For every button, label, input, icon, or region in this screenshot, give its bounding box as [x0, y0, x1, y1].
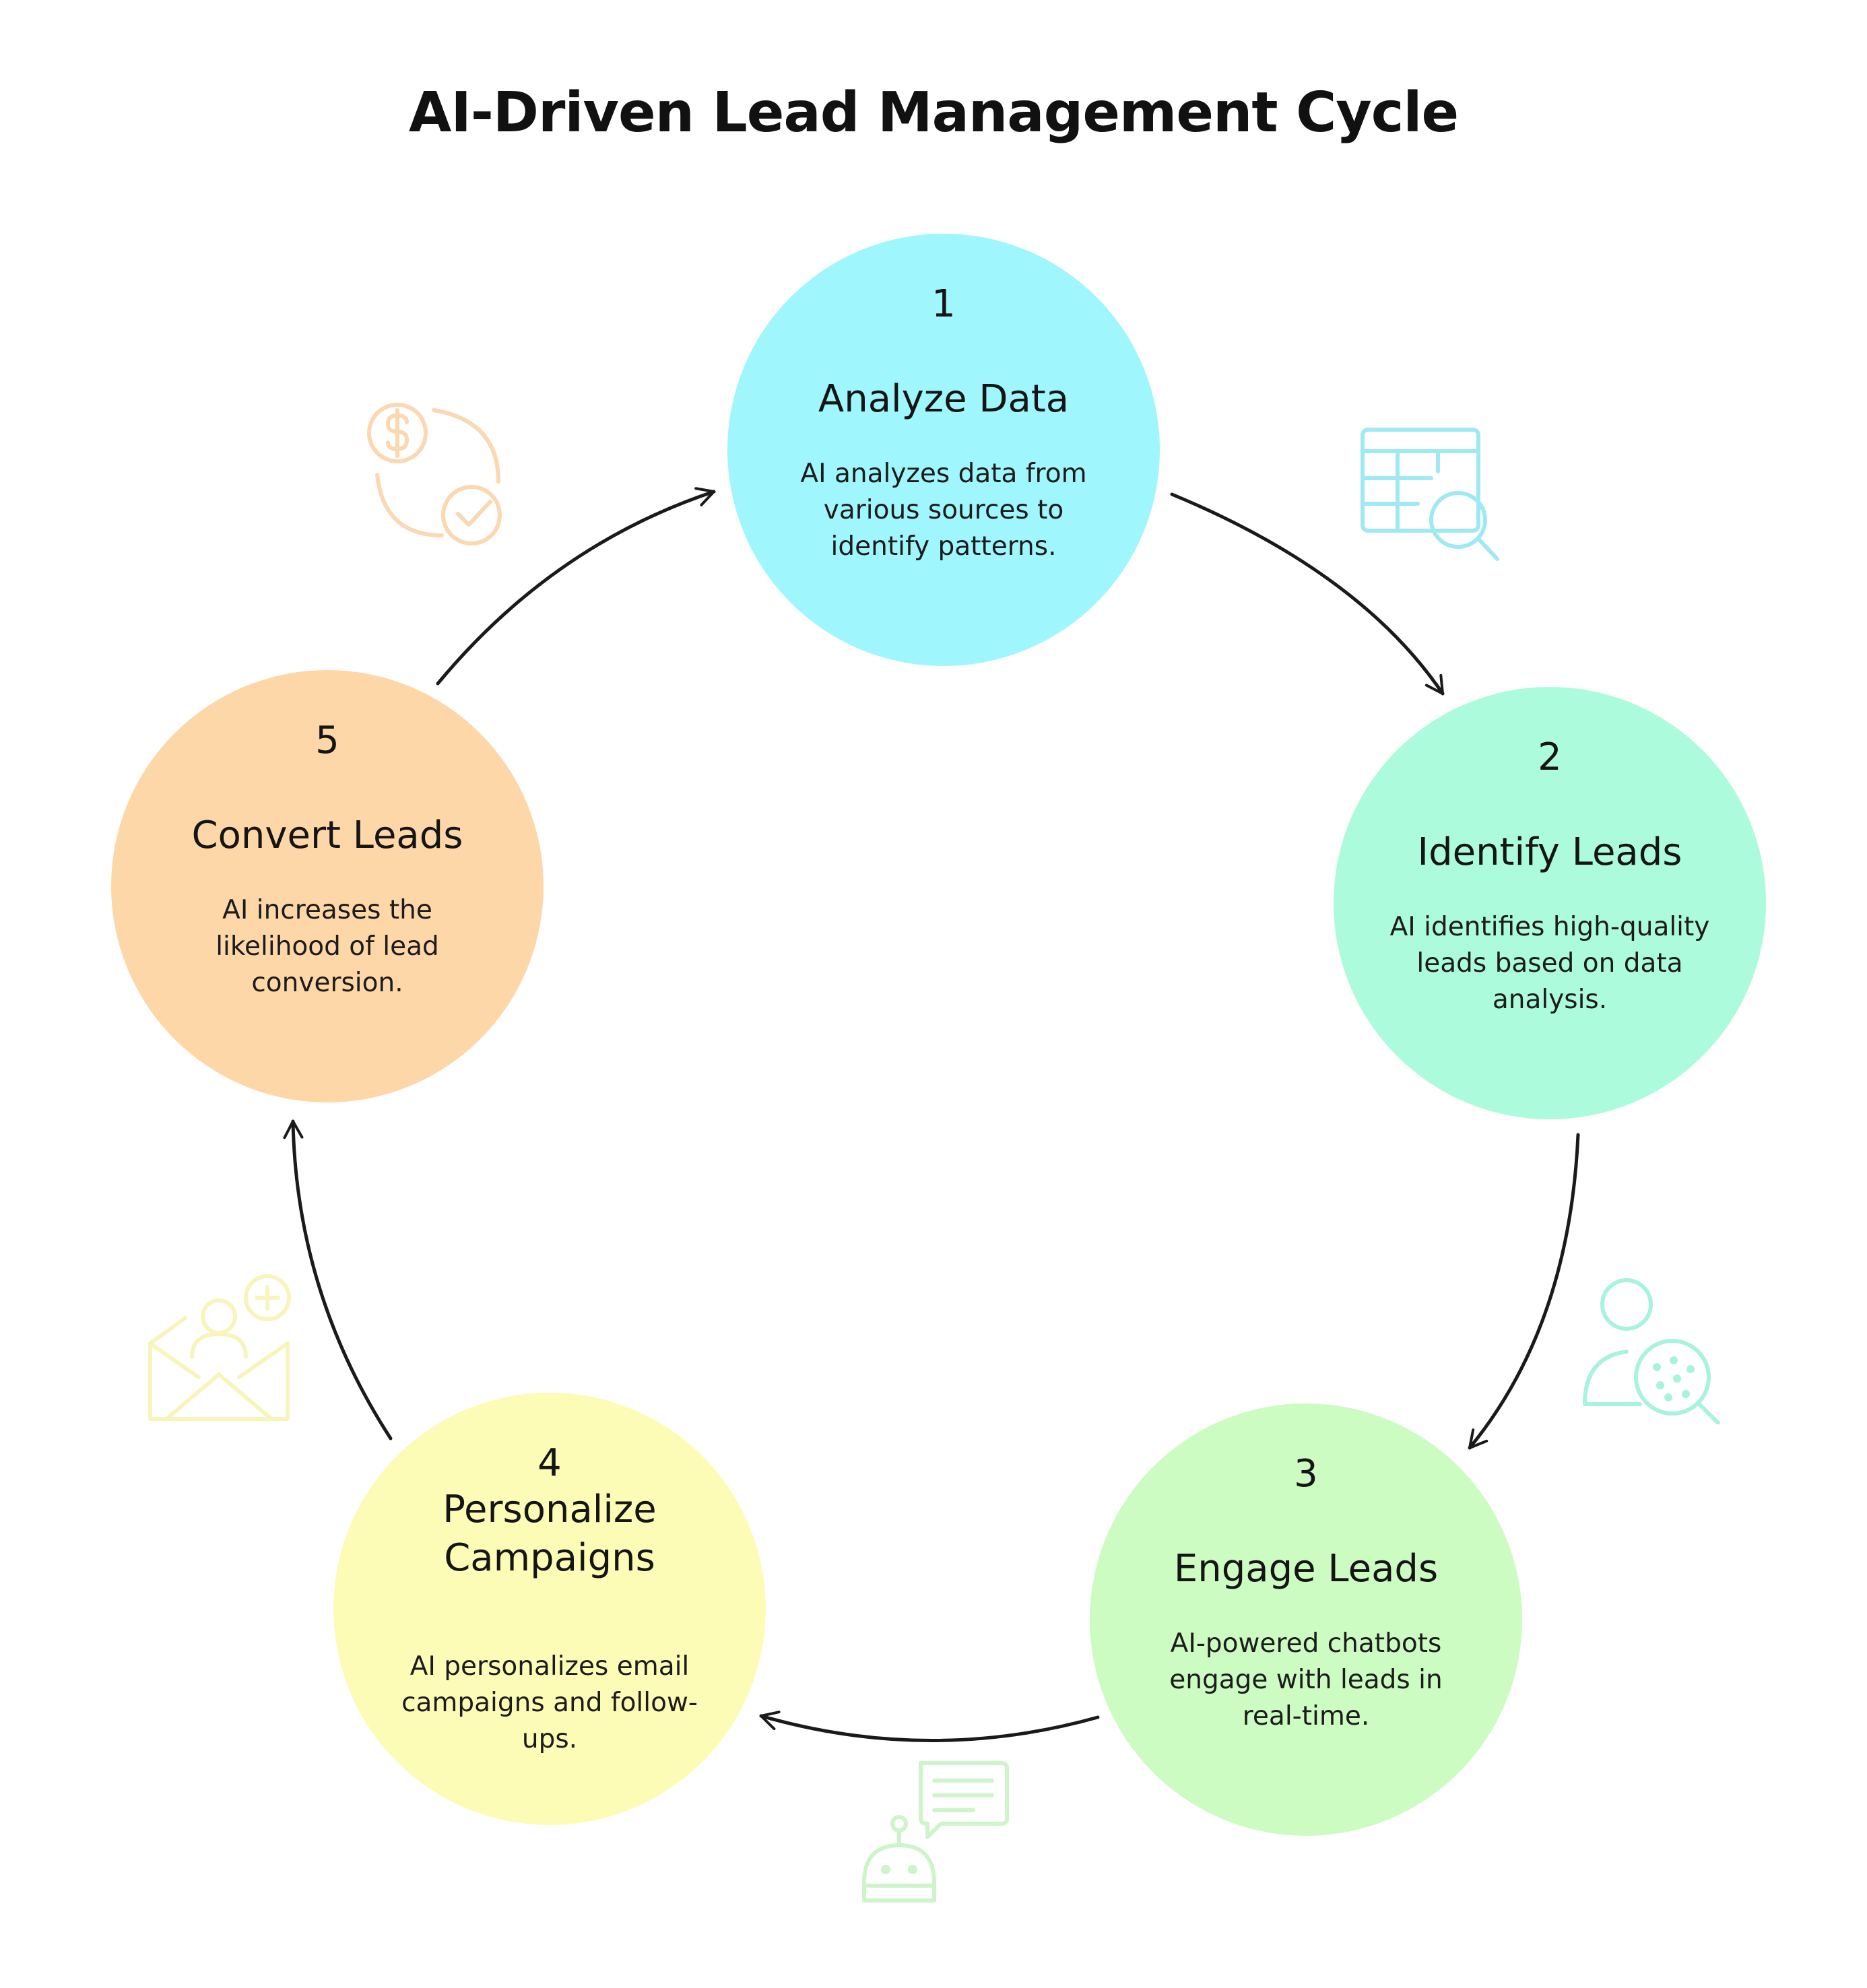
- step-number: 4: [537, 1441, 562, 1485]
- arrow-4-to-5: [283, 1119, 393, 1440]
- step-title: Engage Leads: [1173, 1547, 1439, 1591]
- step-3-circle: 3 Engage Leads AI-powered chatbots engag…: [1090, 1403, 1522, 1836]
- arrow-2-to-3: [1468, 1133, 1580, 1450]
- step-5-circle: 5 Convert Leads AI increases the likelih…: [111, 670, 544, 1102]
- step-description: AI increases the likelihood of lead conv…: [216, 895, 439, 998]
- step-description: AI analyzes data from various sources to…: [800, 459, 1087, 562]
- arrow-1-to-2: [1170, 492, 1445, 696]
- step-title: Identify Leads: [1417, 830, 1682, 874]
- step-description: AI personalizes email campaigns and foll…: [401, 1651, 698, 1754]
- step-description: AI identifies high-quality leads based o…: [1389, 912, 1710, 1015]
- chatbot-icon: [862, 1761, 1009, 1902]
- email-user-add-icon: [148, 1274, 291, 1421]
- step-title: Convert Leads: [191, 814, 463, 857]
- step-number: 1: [931, 282, 956, 326]
- step-1-circle: 1 Analyze Data AI analyzes data from var…: [727, 234, 1160, 666]
- data-table-search-icon: [1361, 428, 1499, 561]
- step-description: AI-powered chatbots engage with leads in…: [1169, 1628, 1443, 1731]
- step-title: Personalize Campaigns: [443, 1488, 657, 1580]
- arrow-3-to-4: [759, 1711, 1100, 1742]
- step-number: 2: [1538, 735, 1562, 779]
- dollar-check-cycle-icon: [367, 403, 502, 545]
- step-4-circle: 4 Personalize Campaigns AI personalizes …: [333, 1393, 766, 1825]
- step-title: Analyze Data: [818, 377, 1070, 421]
- arrow-5-to-1: [436, 487, 716, 686]
- user-search-icon: [1583, 1278, 1720, 1424]
- diagram-title: AI-Driven Lead Management Cycle: [408, 81, 1459, 145]
- step-number: 3: [1294, 1452, 1318, 1496]
- step-2-circle: 2 Identify Leads AI identifies high-qual…: [1334, 687, 1766, 1119]
- step-number: 5: [315, 719, 339, 762]
